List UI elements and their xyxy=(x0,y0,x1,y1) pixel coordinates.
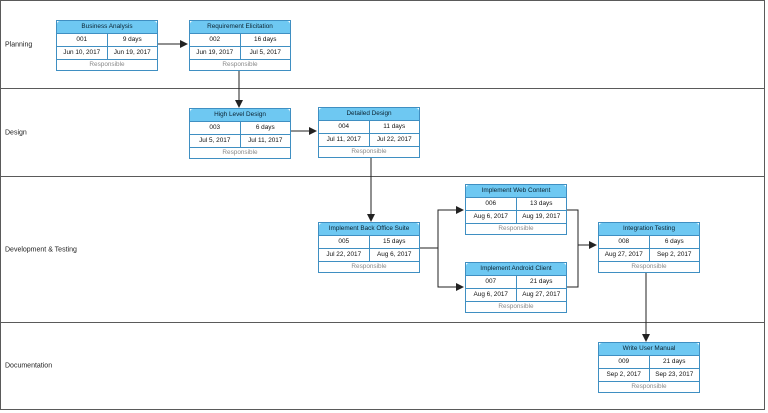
task-start-date: Sep 2, 2017 xyxy=(599,369,650,381)
task-id: 001 xyxy=(57,34,108,46)
task-start-date: Jul 22, 2017 xyxy=(319,249,370,261)
task-duration: 16 days xyxy=(254,36,277,43)
task-end-date: Sep 2, 2017 xyxy=(657,251,692,258)
task-duration: 9 days xyxy=(122,36,142,43)
task-card-008[interactable]: Integration Testing 008 6 days Aug 27, 2… xyxy=(598,222,700,273)
task-end-date: Aug 19, 2017 xyxy=(522,213,561,220)
task-start-date: Aug 27, 2017 xyxy=(599,249,650,261)
lane-label: Development & Testing xyxy=(5,246,77,253)
task-dates-row: Aug 27, 2017 Sep 2, 2017 xyxy=(599,249,699,262)
task-responsible: Responsible xyxy=(351,263,387,270)
task-id-duration-row: 009 21 days xyxy=(599,356,699,369)
lane-label: Documentation xyxy=(5,362,53,370)
task-id: 002 xyxy=(190,34,241,46)
task-id-duration-row: 003 6 days xyxy=(190,122,290,135)
task-title: Write User Manual xyxy=(599,343,699,356)
task-duration: 6 days xyxy=(255,124,275,131)
task-dates-row: Jul 11, 2017 Jul 22, 2017 xyxy=(319,134,419,147)
task-dates-row: Aug 6, 2017 Aug 19, 2017 xyxy=(466,211,566,224)
task-card-002[interactable]: Requirement Elicitation 002 16 days Jun … xyxy=(189,20,291,71)
task-end-date: Jun 19, 2017 xyxy=(113,49,151,56)
task-dates-row: Jun 19, 2017 Jul 5, 2017 xyxy=(190,47,290,60)
task-id: 003 xyxy=(190,122,241,134)
task-duration: 6 days xyxy=(664,238,684,245)
lane-label: Planning xyxy=(5,41,33,48)
task-duration: 11 days xyxy=(383,123,406,130)
task-responsible: Responsible xyxy=(631,383,667,390)
task-card-003[interactable]: High Level Design 003 6 days Jul 5, 2017… xyxy=(189,108,291,159)
task-responsible: Responsible xyxy=(89,61,125,68)
task-title: Integration Testing xyxy=(599,223,699,236)
task-id: 005 xyxy=(319,236,370,248)
task-id: 008 xyxy=(599,236,650,248)
task-title: High Level Design xyxy=(190,109,290,122)
task-id: 006 xyxy=(466,198,517,210)
task-duration: 13 days xyxy=(530,200,553,207)
task-card-001[interactable]: Business Analysis 001 9 days Jun 10, 201… xyxy=(56,20,158,71)
task-start-date: Aug 6, 2017 xyxy=(466,211,517,223)
task-id: 009 xyxy=(599,356,650,368)
task-card-006[interactable]: Implement Web Content 006 13 days Aug 6,… xyxy=(465,184,567,235)
task-dates-row: Sep 2, 2017 Sep 23, 2017 xyxy=(599,369,699,382)
task-id-duration-row: 006 13 days xyxy=(466,198,566,211)
task-dates-row: Jul 22, 2017 Aug 6, 2017 xyxy=(319,249,419,262)
task-responsible: Responsible xyxy=(351,148,387,155)
task-title: Implement Back Office Suite xyxy=(319,223,419,236)
task-card-007[interactable]: Implement Android Client 007 21 days Aug… xyxy=(465,262,567,313)
task-start-date: Jun 10, 2017 xyxy=(57,47,108,59)
task-responsible: Responsible xyxy=(222,61,258,68)
task-dates-row: Jun 10, 2017 Jun 19, 2017 xyxy=(57,47,157,60)
task-title: Implement Android Client xyxy=(466,263,566,276)
task-title: Detailed Design xyxy=(319,108,419,121)
task-end-date: Aug 27, 2017 xyxy=(522,291,561,298)
lane-label: Design xyxy=(5,129,27,136)
task-duration: 21 days xyxy=(530,278,553,285)
task-dates-row: Jul 5, 2017 Jul 11, 2017 xyxy=(190,135,290,148)
task-responsible: Responsible xyxy=(498,303,534,310)
task-start-date: Aug 6, 2017 xyxy=(466,289,517,301)
task-id-duration-row: 002 16 days xyxy=(190,34,290,47)
task-end-date: Aug 6, 2017 xyxy=(377,251,412,258)
task-responsible: Responsible xyxy=(631,263,667,270)
task-id-duration-row: 005 15 days xyxy=(319,236,419,249)
task-card-005[interactable]: Implement Back Office Suite 005 15 days … xyxy=(318,222,420,273)
task-card-004[interactable]: Detailed Design 004 11 days Jul 11, 2017… xyxy=(318,107,420,158)
task-id: 004 xyxy=(319,121,370,133)
task-card-009[interactable]: Write User Manual 009 21 days Sep 2, 201… xyxy=(598,342,700,393)
task-id-duration-row: 001 9 days xyxy=(57,34,157,47)
task-end-date: Jul 5, 2017 xyxy=(249,49,281,56)
task-responsible: Responsible xyxy=(498,225,534,232)
task-title: Requirement Elicitation xyxy=(190,21,290,34)
task-end-date: Jul 22, 2017 xyxy=(376,136,412,143)
task-end-date: Jul 11, 2017 xyxy=(248,137,283,144)
task-id: 007 xyxy=(466,276,517,288)
task-responsible: Responsible xyxy=(222,149,258,156)
task-start-date: Jul 11, 2017 xyxy=(319,134,370,146)
task-id-duration-row: 007 21 days xyxy=(466,276,566,289)
task-start-date: Jun 19, 2017 xyxy=(190,47,241,59)
task-start-date: Jul 5, 2017 xyxy=(190,135,241,147)
task-dates-row: Aug 6, 2017 Aug 27, 2017 xyxy=(466,289,566,302)
task-title: Implement Web Content xyxy=(466,185,566,198)
task-id-duration-row: 004 11 days xyxy=(319,121,419,134)
task-duration: 15 days xyxy=(383,238,406,245)
task-end-date: Sep 23, 2017 xyxy=(655,371,694,378)
task-id-duration-row: 008 6 days xyxy=(599,236,699,249)
task-duration: 21 days xyxy=(663,358,686,365)
task-title: Business Analysis xyxy=(57,21,157,34)
